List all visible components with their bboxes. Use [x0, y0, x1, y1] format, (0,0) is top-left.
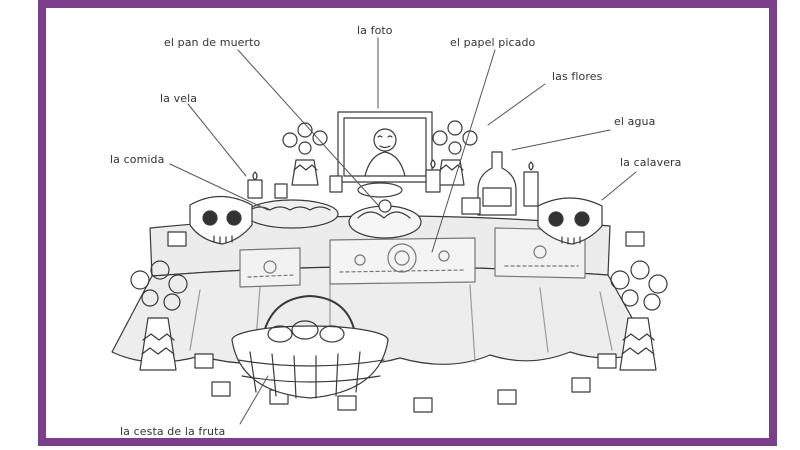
photo-frame: [338, 112, 432, 182]
label-papel-picado: el papel picado: [450, 36, 535, 49]
label-cesta-de-la-fruta: la cesta de la fruta: [120, 425, 225, 438]
label-la-foto: la foto: [357, 24, 393, 37]
label-pan-de-muerto: el pan de muerto: [164, 36, 260, 49]
label-la-comida: la comida: [110, 153, 164, 166]
label-la-calavera: la calavera: [620, 156, 682, 169]
label-el-agua: el agua: [614, 115, 655, 128]
label-las-flores: las flores: [552, 70, 602, 83]
water-bottle: [478, 152, 516, 215]
label-la-vela: la vela: [160, 92, 197, 105]
